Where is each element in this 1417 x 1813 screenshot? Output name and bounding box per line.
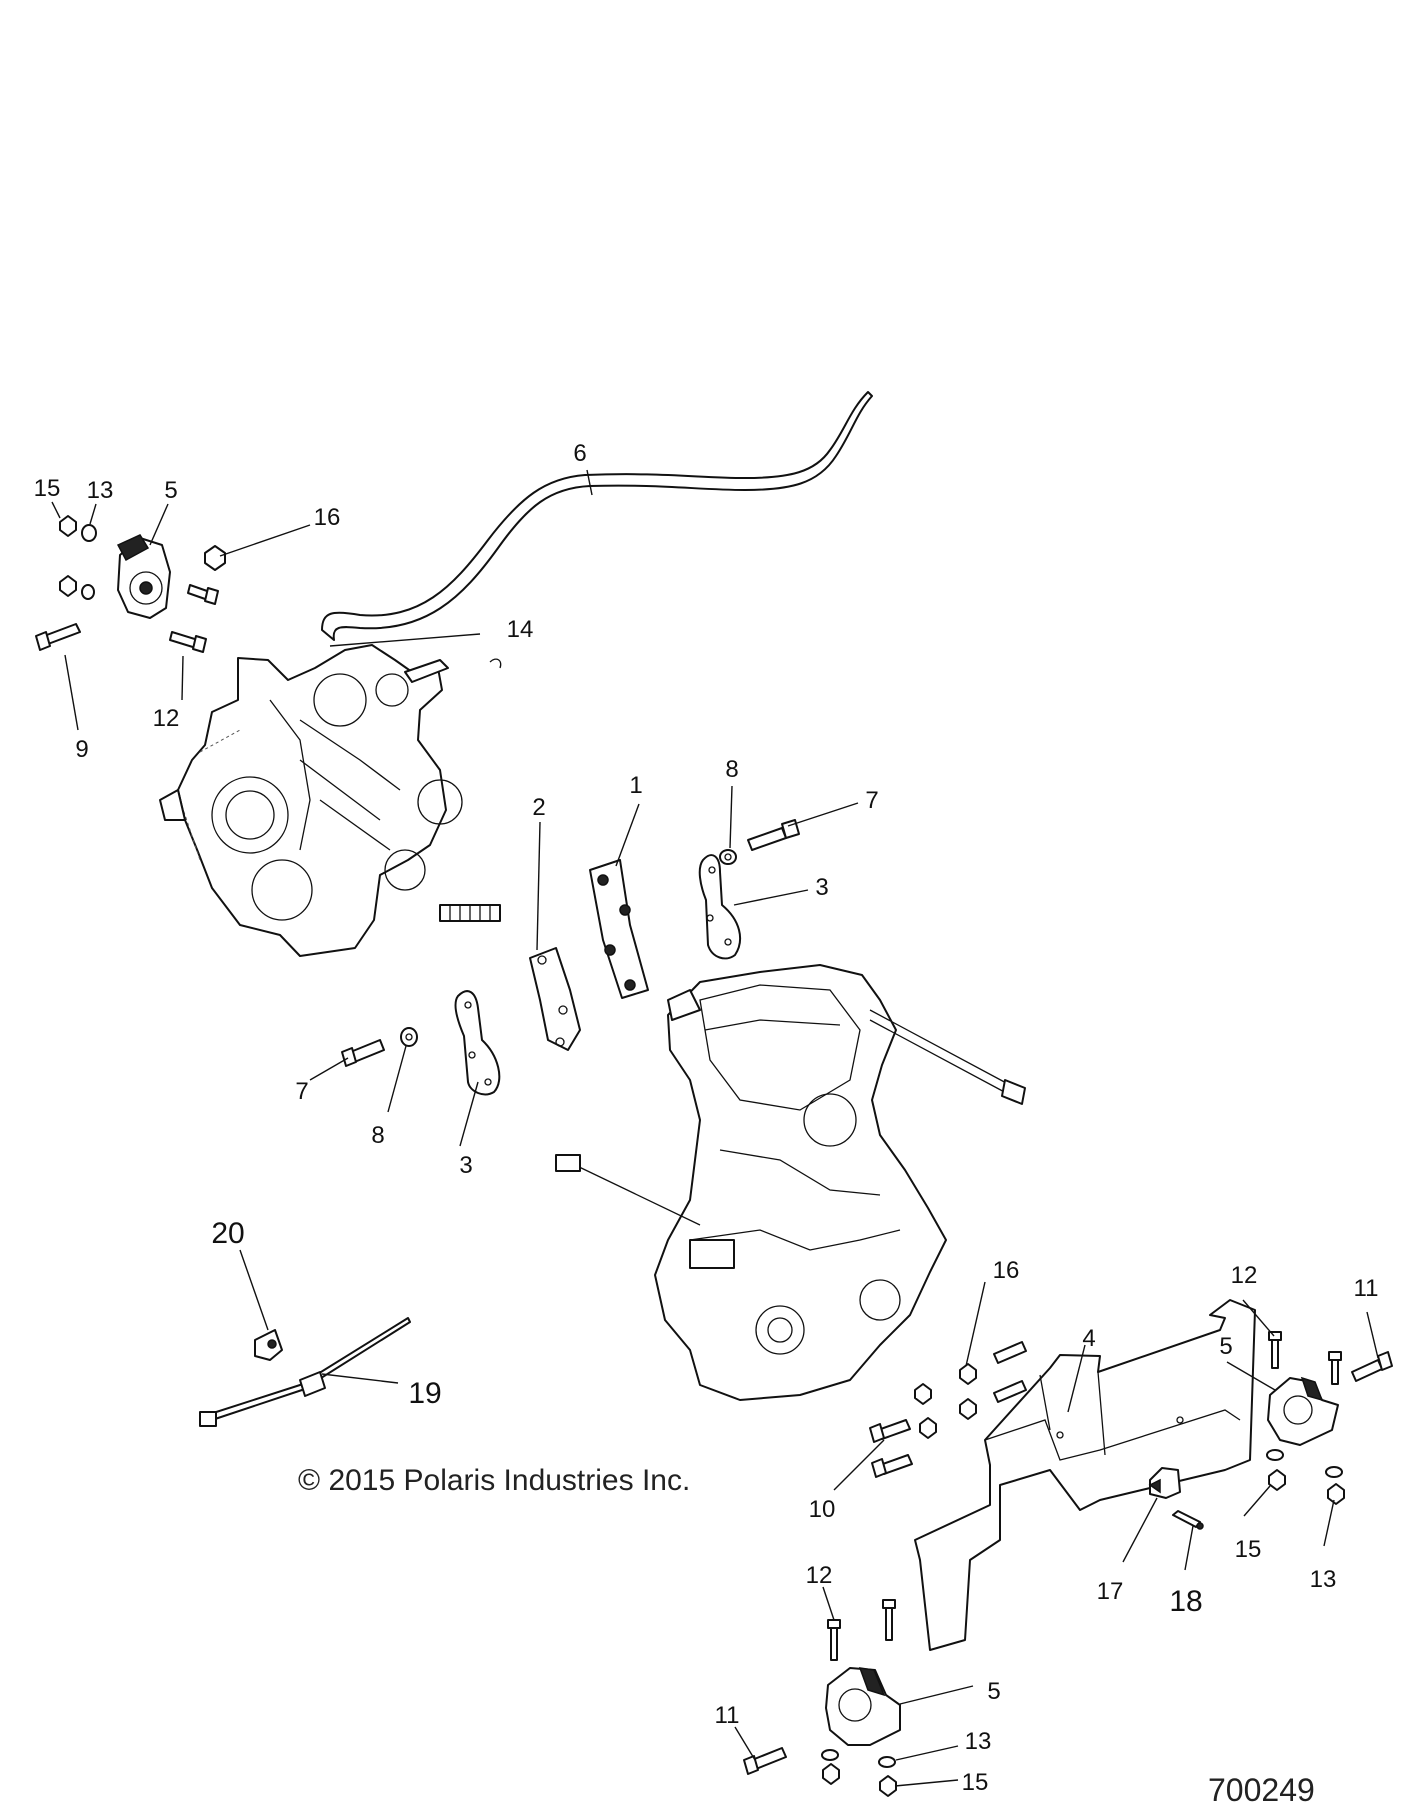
callout-11: 11	[714, 1702, 740, 1729]
bolt-part-7-lower	[341, 1039, 385, 1067]
callout-5: 5	[987, 1678, 1001, 1705]
clip-part-20	[254, 1329, 283, 1361]
callout-7: 7	[865, 787, 879, 814]
bolt-part-10	[869, 1341, 1027, 1478]
bolt-part-12-right	[1268, 1331, 1342, 1385]
callout-7: 7	[295, 1078, 309, 1105]
copyright-notice: © 2015 Polaris Industries Inc.	[298, 1464, 691, 1497]
callout-16: 16	[992, 1257, 1020, 1284]
callout-8: 8	[725, 756, 739, 783]
callout-13: 13	[964, 1728, 992, 1755]
callout-5: 5	[164, 477, 178, 504]
nut-part-16-upper	[204, 545, 226, 571]
diagram-number: 700249	[1208, 1772, 1315, 1808]
washer-part-13-right	[1266, 1449, 1343, 1478]
hose-part-6	[321, 391, 873, 641]
leader-lines	[51, 469, 1379, 1787]
callout-19: 19	[408, 1377, 442, 1410]
bolt-part-12-upper	[169, 584, 219, 653]
callout-12: 12	[805, 1562, 833, 1589]
bolt-part-11-right	[1351, 1351, 1393, 1382]
callout-2: 2	[532, 794, 546, 821]
nut-part-15-upper	[59, 515, 77, 597]
transmission-assembly	[159, 644, 501, 957]
plate-part-3-lower	[454, 990, 501, 1096]
callout-11: 11	[1353, 1275, 1379, 1302]
engine-mount-part-5-lower	[825, 1667, 901, 1746]
callout-12: 12	[152, 705, 180, 732]
callout-8: 8	[371, 1122, 385, 1149]
bracket-part-1	[589, 859, 649, 999]
washer-part-8-upper	[719, 849, 737, 865]
callout-17: 17	[1096, 1578, 1124, 1605]
callout-1: 1	[629, 772, 643, 799]
callout-15: 15	[961, 1769, 989, 1796]
engine-mount-part-5-right	[1267, 1376, 1339, 1446]
plate-part-3-upper	[698, 854, 742, 960]
callout-5: 5	[1219, 1333, 1233, 1360]
crossmember-part-4	[914, 1299, 1256, 1651]
callout-4: 4	[1082, 1325, 1096, 1352]
bracket-part-2	[529, 947, 581, 1051]
callout-15: 15	[1234, 1536, 1262, 1563]
callout-14: 14	[506, 616, 534, 643]
nut-part-15-lower	[822, 1763, 897, 1797]
callout-6: 6	[573, 440, 587, 467]
callout-3: 3	[459, 1152, 473, 1179]
callout-13: 13	[86, 477, 114, 504]
engine-assembly	[555, 964, 1026, 1401]
bolt-part-12-lower	[827, 1599, 896, 1661]
cable-tie-part-19	[199, 1317, 411, 1427]
callout-16: 16	[313, 504, 341, 531]
washer-part-8-lower	[400, 1027, 418, 1047]
callout-18: 18	[1169, 1585, 1203, 1618]
bolt-part-9	[35, 623, 81, 651]
callout-10: 10	[808, 1496, 836, 1523]
clip-part-17	[1148, 1467, 1181, 1499]
clip-part-14	[489, 658, 502, 669]
callout-13: 13	[1309, 1566, 1337, 1593]
washer-part-13-lower	[821, 1749, 896, 1768]
callout-3: 3	[815, 874, 829, 901]
callout-20: 20	[211, 1217, 245, 1250]
washer-part-13-upper	[81, 524, 97, 600]
nut-part-15-right	[1268, 1469, 1345, 1505]
callout-15: 15	[33, 475, 61, 502]
screw-part-18	[1172, 1510, 1204, 1530]
callout-9: 9	[75, 736, 89, 763]
nut-part-16-lower	[914, 1363, 977, 1439]
callout-12: 12	[1230, 1262, 1258, 1289]
bolt-part-11-lower	[743, 1747, 787, 1775]
engine-mount-part-5-upper	[116, 534, 171, 619]
